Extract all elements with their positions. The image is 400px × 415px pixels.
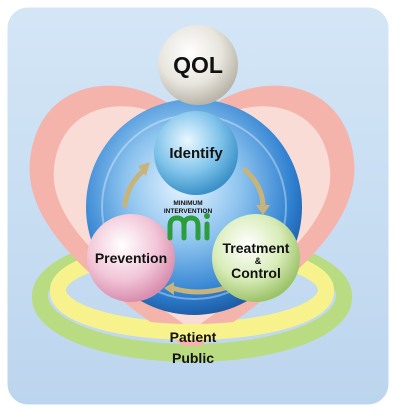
identify-label: Identify [169,145,223,162]
patient-ring-front [50,291,334,340]
arrow-prevention-to-identify [122,167,147,208]
treatment-circle [212,214,300,302]
treatment-amp: & [255,256,262,266]
logo-text-minimum: MINIMUM [173,200,202,207]
arrow-treatment-to-prevention [169,285,228,295]
mi-logo-icon [167,215,210,241]
cycle-arrows [122,167,266,295]
public-ring-front [32,297,352,362]
qol-label: QOL [173,52,223,78]
prevention-circle [87,214,175,302]
control-label: Control [231,265,281,281]
treatment-label: Treatment [223,240,290,256]
identify-circle [154,111,238,195]
arrowhead-right [256,205,270,215]
arrow-identify-to-treatment [242,167,266,208]
patient-label: Patient [170,329,217,345]
arrowhead-left [138,162,150,176]
qol-circle [158,25,238,105]
public-label: Public [172,350,214,366]
arrowheads [138,162,270,295]
logo-text-intervention: INTERVENTION [164,208,213,215]
arrowhead-bottom [164,282,174,295]
prevention-label: Prevention [95,250,167,266]
mi-logo-dot [204,213,210,219]
